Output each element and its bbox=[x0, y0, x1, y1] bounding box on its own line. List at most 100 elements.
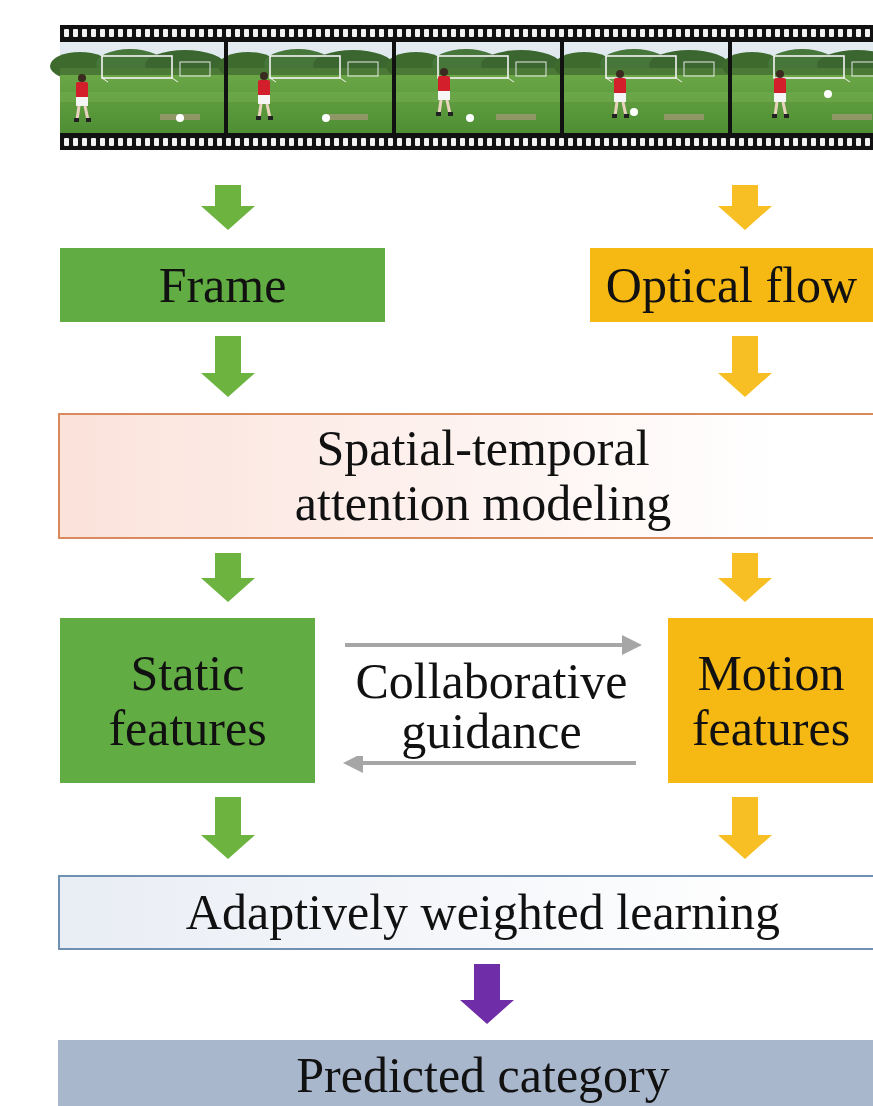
sprocket-hole bbox=[613, 138, 618, 146]
sprocket-hole bbox=[496, 29, 501, 37]
sprocket-hole bbox=[424, 138, 429, 146]
sprocket-hole bbox=[307, 138, 312, 146]
sprocket-hole bbox=[325, 29, 330, 37]
sprocket-hole bbox=[667, 138, 672, 146]
sprocket-hole bbox=[721, 29, 726, 37]
sprocket-hole bbox=[280, 138, 285, 146]
sprocket-hole bbox=[586, 29, 591, 37]
sprocket-hole bbox=[685, 138, 690, 146]
sprocket-hole bbox=[235, 138, 240, 146]
sprocket-hole bbox=[496, 138, 501, 146]
guidance-label: Collaborative guidance bbox=[337, 656, 647, 756]
sprocket-hole bbox=[109, 29, 114, 37]
sprocket-hole bbox=[631, 138, 636, 146]
sprocket-hole bbox=[343, 29, 348, 37]
sprocket-hole bbox=[658, 138, 663, 146]
sprocket-hole bbox=[478, 138, 483, 146]
sprocket-hole bbox=[226, 138, 231, 146]
sprocket-hole bbox=[388, 138, 393, 146]
sprocket-hole bbox=[73, 138, 78, 146]
sprocket-hole bbox=[217, 138, 222, 146]
sprocket-hole bbox=[541, 138, 546, 146]
sprocket-hole bbox=[163, 29, 168, 37]
sprocket-hole bbox=[361, 29, 366, 37]
sprocket-hole bbox=[487, 29, 492, 37]
sprocket-hole bbox=[757, 138, 762, 146]
sprocket-hole bbox=[172, 138, 177, 146]
sprocket-hole bbox=[775, 29, 780, 37]
sprocket-hole bbox=[532, 29, 537, 37]
sprocket-hole bbox=[415, 138, 420, 146]
sprocket-hole bbox=[262, 138, 267, 146]
sprocket-hole bbox=[658, 29, 663, 37]
sprocket-hole bbox=[136, 138, 141, 146]
sprocket-hole bbox=[721, 138, 726, 146]
sprocket-hole bbox=[442, 29, 447, 37]
sprocket-hole bbox=[703, 138, 708, 146]
sprocket-hole bbox=[433, 29, 438, 37]
flow-arrow bbox=[460, 964, 514, 1024]
input-box: Frame bbox=[60, 248, 385, 322]
sprocket-hole bbox=[829, 138, 834, 146]
sprocket-hole bbox=[145, 138, 150, 146]
sprocket-hole bbox=[154, 29, 159, 37]
sprocket-hole bbox=[424, 29, 429, 37]
sprocket-hole bbox=[361, 138, 366, 146]
sprocket-hole bbox=[595, 138, 600, 146]
process-band: Adaptively weighted learning bbox=[58, 875, 873, 950]
sprocket-hole bbox=[811, 138, 816, 146]
sprocket-hole bbox=[820, 138, 825, 146]
sprocket-hole bbox=[109, 138, 114, 146]
sprocket-hole bbox=[379, 138, 384, 146]
flow-arrow bbox=[718, 553, 772, 602]
sprocket-hole bbox=[325, 138, 330, 146]
sprocket-hole bbox=[334, 138, 339, 146]
sprocket-hole bbox=[604, 138, 609, 146]
sprocket-hole bbox=[469, 138, 474, 146]
sprocket-hole bbox=[748, 29, 753, 37]
sprocket-hole bbox=[523, 29, 528, 37]
sprocket-hole bbox=[847, 138, 852, 146]
sprocket-hole bbox=[865, 29, 870, 37]
sprocket-hole bbox=[811, 29, 816, 37]
sprocket-hole bbox=[343, 138, 348, 146]
sprocket-hole bbox=[685, 29, 690, 37]
sprocket-hole bbox=[577, 29, 582, 37]
sprocket-hole bbox=[487, 138, 492, 146]
sprocket-hole bbox=[766, 138, 771, 146]
sprocket-hole bbox=[856, 138, 861, 146]
sprocket-hole bbox=[694, 138, 699, 146]
sprocket-hole bbox=[100, 29, 105, 37]
sprocket-hole bbox=[91, 29, 96, 37]
sprocket-hole bbox=[775, 138, 780, 146]
sprocket-hole bbox=[289, 29, 294, 37]
sprocket-hole bbox=[442, 138, 447, 146]
sprocket-hole bbox=[730, 29, 735, 37]
sprocket-hole bbox=[127, 138, 132, 146]
sprocket-hole bbox=[739, 29, 744, 37]
sprocket-hole bbox=[460, 29, 465, 37]
sprocket-hole bbox=[469, 29, 474, 37]
sprocket-hole bbox=[667, 29, 672, 37]
flow-arrow bbox=[718, 797, 772, 859]
sprocket-hole bbox=[730, 138, 735, 146]
sprocket-hole bbox=[316, 29, 321, 37]
sprocket-hole bbox=[856, 29, 861, 37]
node-text: Adaptively weighted learning bbox=[186, 885, 780, 940]
flow-arrow bbox=[201, 553, 255, 602]
sprocket-hole bbox=[640, 29, 645, 37]
sprocket-hole bbox=[631, 29, 636, 37]
sprocket-hole bbox=[550, 138, 555, 146]
sprocket-hole bbox=[289, 138, 294, 146]
sprocket-hole bbox=[406, 29, 411, 37]
sprocket-hole bbox=[163, 138, 168, 146]
sprocket-hole bbox=[451, 29, 456, 37]
sprocket-hole bbox=[676, 138, 681, 146]
sprocket-hole bbox=[712, 138, 717, 146]
sprocket-hole bbox=[694, 29, 699, 37]
guidance-arrow bbox=[347, 761, 636, 765]
sprocket-hole bbox=[757, 29, 762, 37]
node-text: Spatial-temporal attention modeling bbox=[263, 421, 703, 531]
sprocket-hole bbox=[784, 29, 789, 37]
sprocket-hole bbox=[397, 29, 402, 37]
